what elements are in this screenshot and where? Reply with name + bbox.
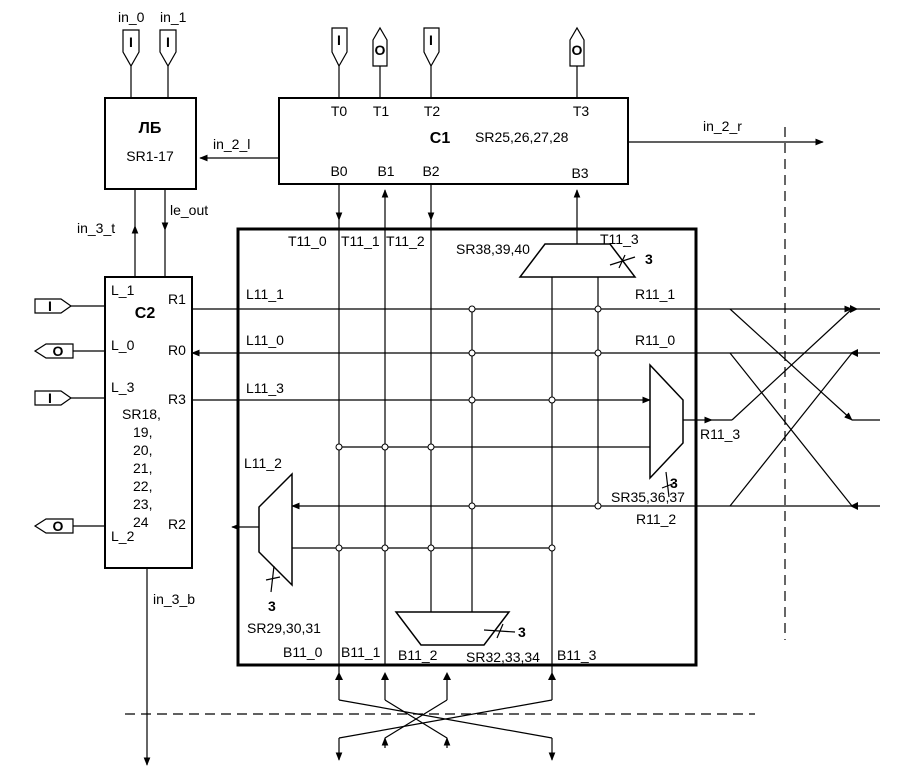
switch-matrix-frame [236, 227, 698, 667]
label-in-3-b: in_3_b [153, 591, 195, 607]
pin-l2: O [33, 518, 105, 534]
lb-sub: SR1-17 [126, 148, 174, 164]
pin-t0: I [331, 27, 348, 98]
c2-r2: R2 [168, 516, 186, 532]
svg-text:O: O [53, 343, 64, 359]
r11-3: R11_3 [700, 426, 740, 442]
pin-in-1: I [159, 29, 177, 98]
svg-text:O: O [53, 518, 64, 534]
label-in-0: in_0 [118, 9, 145, 25]
c2-sr-0: SR18, [122, 406, 161, 422]
label-in-3-t: in_3_t [77, 220, 115, 236]
mux-right: 3 SR35,36,37 [611, 363, 685, 505]
c1-b1: B1 [377, 163, 394, 179]
pin-l0: O [33, 343, 105, 359]
t11-2: T11_2 [386, 233, 425, 249]
c2-sr-3: 21, [133, 460, 152, 476]
c1-b0: B0 [330, 163, 347, 179]
c2-sr-2: 20, [133, 442, 152, 458]
c1-sub: SR25,26,27,28 [475, 129, 569, 145]
mux-top-label: SR38,39,40 [456, 241, 530, 257]
block-c2 [104, 276, 193, 569]
svg-text:3: 3 [268, 598, 276, 614]
b11-0: B11_0 [283, 644, 323, 660]
c2-l3: L_3 [111, 379, 135, 395]
svg-text:I: I [48, 298, 52, 314]
l11-3: L11_3 [246, 380, 284, 396]
mux-right-label: SR35,36,37 [611, 489, 685, 505]
c1-t0: T0 [331, 103, 348, 119]
label-in-2-r: in_2_r [703, 118, 742, 134]
c2-sr-5: 23, [133, 496, 152, 512]
mux-bottom-label: SR32,33,34 [466, 649, 540, 665]
c2-r3: R3 [168, 391, 186, 407]
svg-text:3: 3 [518, 624, 526, 640]
pin-t2: I [423, 27, 440, 98]
c2-sr-1: 19, [133, 424, 152, 440]
mux-left: 3 SR29,30,31 [247, 472, 321, 636]
t11-0: T11_0 [288, 233, 327, 249]
svg-text:O: O [375, 42, 386, 58]
l11-0: L11_0 [246, 332, 284, 348]
pin-l3: I [34, 390, 105, 406]
c2-l2: L_2 [111, 528, 135, 544]
junction-dots [335, 305, 602, 552]
svg-text:I: I [429, 32, 433, 48]
mux-bottom: 3 SR32,33,34 [394, 611, 540, 665]
c2-r0: R0 [168, 342, 186, 358]
block-c1 [278, 97, 629, 185]
svg-text:I: I [166, 34, 170, 50]
svg-text:3: 3 [645, 251, 653, 267]
b11-1: B11_1 [341, 644, 381, 660]
label-in-1: in_1 [160, 9, 187, 25]
b11-3: B11_3 [557, 647, 597, 663]
block-lb [104, 97, 197, 190]
svg-text:I: I [48, 390, 52, 406]
pin-t3: O [569, 26, 585, 98]
c1-t2: T2 [424, 103, 441, 119]
c1-t1: T1 [373, 103, 390, 119]
c1-title: C1 [430, 130, 451, 147]
pin-l1: I [34, 298, 105, 314]
pin-t1: O [372, 26, 388, 98]
svg-text:3: 3 [670, 475, 678, 491]
mux-top: 3 SR38,39,40 [456, 241, 653, 278]
c2-sr-4: 22, [133, 478, 152, 494]
mux-left-label: SR29,30,31 [247, 620, 321, 636]
c1-b3: B3 [571, 165, 588, 181]
pin-in-0: I [122, 29, 140, 98]
lb-title: ЛБ [139, 120, 162, 137]
t11-3: T11_3 [600, 231, 639, 247]
c1-b2: B2 [422, 163, 439, 179]
r11-2: R11_2 [636, 511, 676, 527]
r11-1: R11_1 [635, 286, 675, 302]
c2-sr-6: 24 [133, 514, 149, 530]
t11-1: T11_1 [341, 233, 380, 249]
svg-text:I: I [129, 34, 133, 50]
svg-text:I: I [337, 32, 341, 48]
label-in-2-l: in_2_l [213, 136, 250, 152]
c2-title: C2 [135, 305, 156, 322]
c2-r1: R1 [168, 291, 186, 307]
l11-1: L11_1 [246, 286, 284, 302]
c2-l1: L_1 [111, 282, 135, 298]
l11-2: L11_2 [244, 455, 282, 471]
c1-t3: T3 [573, 103, 590, 119]
svg-text:O: O [572, 42, 583, 58]
label-le-out: le_out [170, 202, 208, 218]
r11-0: R11_0 [635, 332, 675, 348]
b11-2: B11_2 [398, 647, 438, 663]
c2-l0: L_0 [111, 337, 135, 353]
